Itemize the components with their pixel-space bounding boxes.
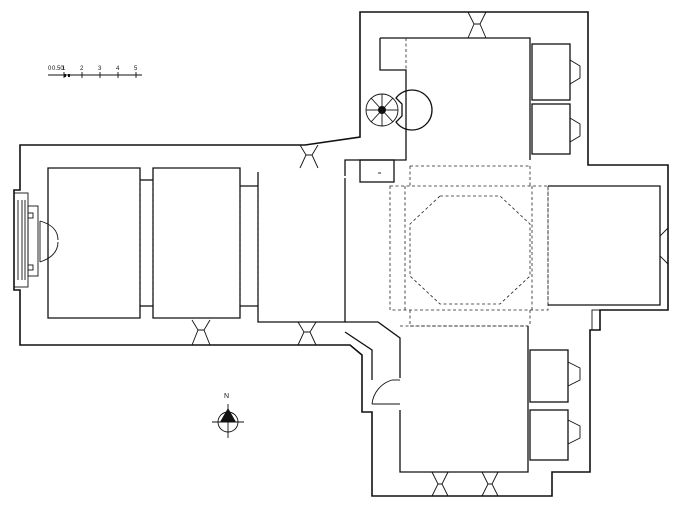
scale-label-5: 5 bbox=[134, 66, 138, 72]
scale-label-1: 1 bbox=[62, 66, 66, 72]
scale-label-4: 4 bbox=[116, 66, 120, 72]
crossing bbox=[389, 165, 549, 327]
scale-label-0: 0 bbox=[48, 66, 52, 72]
spiral-staircase bbox=[365, 89, 433, 131]
choir bbox=[547, 185, 669, 331]
scale-bar: 0 0.50 1 2 3 4 5 bbox=[48, 66, 142, 78]
north-label: N bbox=[224, 393, 229, 400]
nave bbox=[47, 167, 346, 323]
entrance-steps bbox=[13, 192, 39, 288]
outer-wall-outline bbox=[13, 11, 669, 497]
south-transept bbox=[344, 321, 581, 497]
west-door bbox=[39, 220, 59, 263]
nave-windows bbox=[191, 144, 319, 346]
scale-label-050: 0.50 bbox=[52, 66, 64, 72]
north-transept bbox=[344, 11, 581, 183]
north-arrow-icon: N bbox=[212, 393, 244, 438]
scale-label-2: 2 bbox=[80, 66, 84, 72]
scale-label-3: 3 bbox=[98, 66, 102, 72]
